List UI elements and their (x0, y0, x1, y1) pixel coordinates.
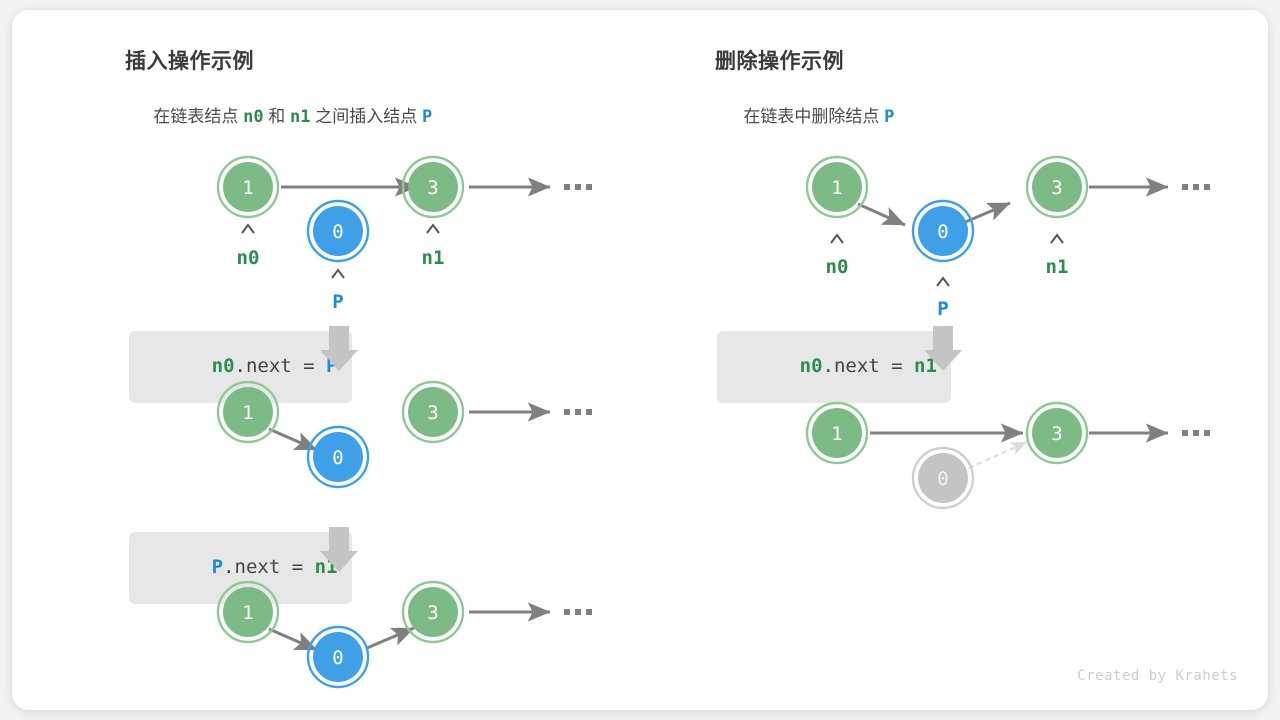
code-chip-n0-next-p: n0.next = P (129, 331, 352, 403)
node-label: 0 (937, 221, 948, 243)
diagram-card: 插入操作示例 在链表结点 n0 和 n1 之间插入结点 P n0.next = … (12, 10, 1268, 710)
node-value-1: 1 (805, 155, 869, 219)
caret-icon-n1 (1050, 233, 1064, 244)
subtitle-token-p: P (421, 107, 433, 127)
delete-row-after: 0 1 3 (805, 401, 1210, 510)
subtitle-text-part: 在链表中删除结点 (743, 107, 885, 126)
subtitle-token-p: P (884, 107, 895, 127)
edge-n0-to-p (268, 627, 318, 652)
pointer-label-n1: n1 (422, 247, 445, 269)
node-value-0: 0 (911, 199, 975, 263)
node-value-0: 0 (306, 625, 370, 689)
code-token-assign: .next = (234, 355, 327, 377)
node-label: 3 (427, 602, 438, 624)
edge-n0-to-p (857, 202, 906, 227)
delete-panel: 删除操作示例 在链表中删除结点 P n0.next = n1 (705, 10, 1265, 710)
ellipsis-icon (564, 609, 592, 615)
node-label: 1 (242, 177, 253, 199)
pointer-label-n0: n0 (826, 256, 849, 278)
insert-panel-title: 插入操作示例 (125, 50, 254, 73)
ellipsis-icon (1182, 430, 1210, 436)
node-label: 3 (1051, 423, 1062, 445)
ellipsis-icon (1182, 184, 1210, 190)
node-value-0-removed: 0 (911, 446, 975, 510)
ellipsis-icon (564, 184, 592, 190)
node-label: 0 (332, 447, 343, 469)
code-chip-p-next-n1: P.next = n1 (129, 532, 352, 604)
edge-p-to-n1 (366, 626, 415, 650)
code-token-p: P (211, 556, 224, 578)
edge-removed-p-to-n1-dashed (968, 441, 1028, 469)
node-label: 0 (332, 221, 343, 243)
code-token-assign: .next = (822, 355, 915, 377)
node-label: 0 (937, 468, 948, 490)
subtitle-token-n0: n0 (243, 107, 264, 127)
node-label: 0 (332, 647, 343, 669)
node-label: 1 (831, 177, 842, 199)
node-label: 1 (242, 402, 253, 424)
node-label: 1 (242, 602, 253, 624)
pointer-label-p: P (937, 298, 948, 320)
code-token-n0: n0 (799, 355, 823, 377)
code-token-assign: .next = (223, 556, 315, 578)
node-label: 3 (1051, 177, 1062, 199)
caret-icon-n1 (426, 223, 440, 234)
insert-panel: 插入操作示例 在链表结点 n0 和 n1 之间插入结点 P n0.next = … (115, 10, 705, 710)
node-value-1: 1 (216, 155, 280, 219)
caret-icon-p (331, 268, 345, 279)
credit-text: Created by Krahets (1077, 668, 1238, 684)
subtitle-text-part: 在链表结点 (153, 107, 244, 126)
delete-panel-title: 删除操作示例 (715, 50, 844, 73)
pointer-label-n1: n1 (1046, 256, 1069, 278)
ellipsis-icon (564, 409, 592, 415)
delete-panel-subtitle: 在链表中删除结点 P (715, 82, 894, 147)
caret-icon-n0 (830, 233, 844, 244)
edge-p-to-n1 (962, 201, 1011, 225)
node-value-1: 1 (805, 401, 869, 465)
pointer-label-p: P (332, 291, 343, 313)
caret-icon-n0 (241, 223, 255, 234)
node-value-3: 3 (1025, 155, 1089, 219)
edge-n0-to-p (268, 427, 318, 452)
insert-panel-subtitle: 在链表结点 n0 和 n1 之间插入结点 P (125, 82, 432, 147)
code-token-n1: n1 (914, 355, 937, 377)
code-token-p: P (326, 355, 338, 377)
node-label: 1 (831, 423, 842, 445)
code-token-n1: n1 (314, 556, 338, 578)
node-label: 3 (427, 402, 438, 424)
code-chip-n0-next-n1: n0.next = n1 (717, 331, 951, 403)
node-value-3: 3 (401, 580, 465, 644)
pointer-label-n0: n0 (237, 247, 260, 269)
subtitle-text-part: 和 (263, 107, 291, 126)
node-value-0: 0 (306, 425, 370, 489)
code-token-n0: n0 (211, 355, 235, 377)
delete-row-initial: 1 3 0 n0 n1 P (805, 155, 1210, 320)
caret-icon-p (936, 276, 950, 287)
node-value-3: 3 (1025, 401, 1089, 465)
subtitle-token-n1: n1 (290, 107, 311, 127)
node-value-3: 3 (401, 380, 465, 444)
node-label: 3 (427, 177, 438, 199)
node-value-0: 0 (306, 199, 370, 263)
node-value-3: 3 (401, 155, 465, 219)
insert-row-initial: 1 3 0 n0 n1 (216, 155, 592, 313)
subtitle-text-part: 之间插入结点 (310, 107, 422, 126)
